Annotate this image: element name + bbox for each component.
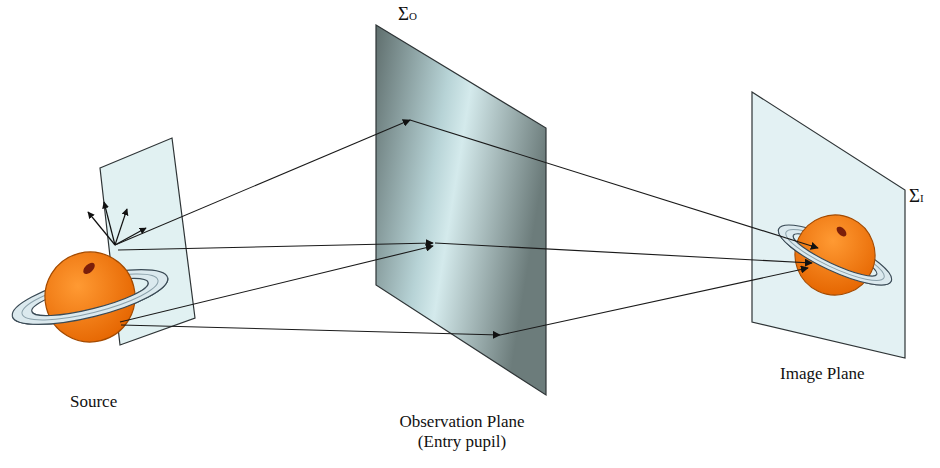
plane-symbol: ΣO	[398, 3, 417, 27]
plane-label: Image Plane	[780, 364, 865, 384]
emission-arrow	[88, 212, 115, 245]
source-planet	[1, 234, 178, 360]
plane-outline	[745, 85, 937, 390]
light-ray	[120, 246, 433, 322]
ring-front	[8, 274, 173, 336]
planet-ring	[8, 274, 173, 336]
emission-arrow	[115, 228, 146, 245]
emission-arrow	[115, 209, 127, 245]
ring-groove	[18, 274, 162, 329]
light-ray	[410, 120, 818, 248]
planet-ring	[772, 214, 898, 295]
source-plane: Source	[55, 130, 205, 420]
planet-body	[782, 202, 888, 308]
ring-groove	[781, 221, 889, 289]
plane-outline	[360, 3, 560, 463]
plane-outline	[55, 130, 205, 420]
plane-shape	[752, 92, 905, 358]
plane-label: Source	[70, 392, 117, 412]
plane-shape	[100, 138, 195, 345]
planet-spot	[835, 225, 848, 238]
light-ray	[118, 243, 433, 250]
light-ray	[115, 120, 410, 245]
ring-groove	[18, 265, 162, 330]
ring-groove	[781, 221, 889, 289]
plane-label: Observation Plane (Entry pupil)	[387, 412, 537, 452]
observation-plane: ΣO Observation Plane (Entry pupil)	[360, 3, 560, 463]
light-ray	[500, 268, 808, 335]
image-plane: ΣI Image Plane	[745, 85, 937, 390]
emission-arrows	[88, 202, 146, 245]
emission-arrow	[104, 202, 115, 245]
image-planet	[762, 193, 908, 318]
planet-ring	[772, 215, 898, 296]
plane-symbol: ΣI	[909, 185, 924, 209]
ring-front	[772, 215, 898, 296]
light-ray	[435, 243, 812, 263]
plane-shape	[376, 25, 546, 395]
planet-body	[35, 242, 144, 351]
light-ray	[121, 325, 500, 335]
planet-spot	[81, 261, 97, 276]
planet-ring	[8, 258, 173, 336]
